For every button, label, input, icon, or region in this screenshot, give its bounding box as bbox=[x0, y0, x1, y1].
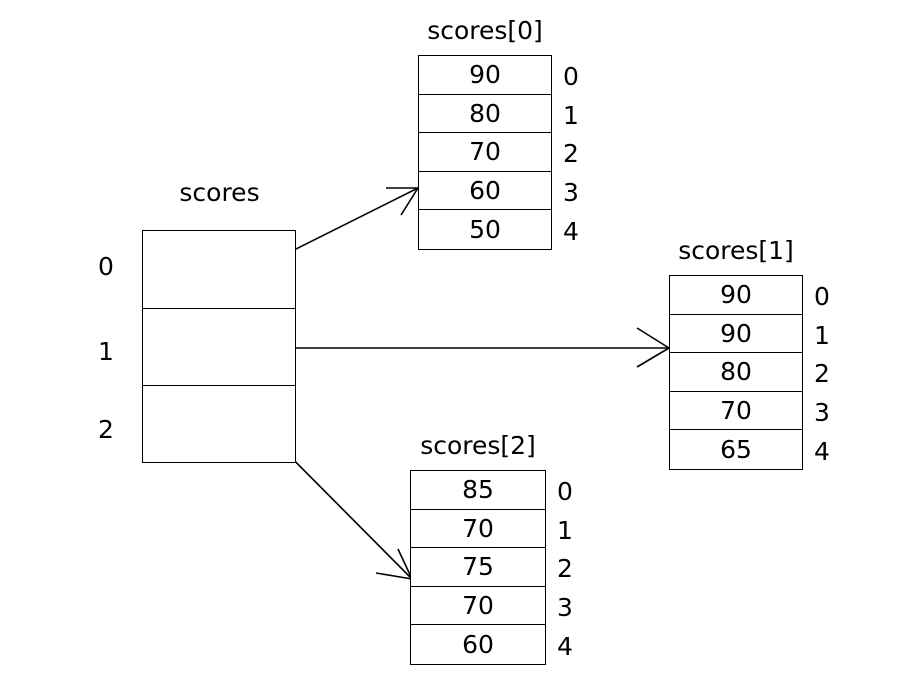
array-scores0-index-4: 4 bbox=[563, 217, 579, 246]
array-scores0-cell-3[interactable]: 60 bbox=[419, 172, 551, 211]
pointer-index-label-2: 2 bbox=[98, 415, 114, 444]
array-scores1-cell-2[interactable]: 80 bbox=[670, 353, 802, 392]
array-scores2-cell-3[interactable]: 70 bbox=[411, 587, 545, 626]
array-scores1-index-1: 1 bbox=[814, 321, 830, 350]
array-scores2-index-1: 1 bbox=[557, 516, 573, 545]
array-scores0-index-0: 0 bbox=[563, 62, 579, 91]
array-scores2-index-3: 3 bbox=[557, 593, 573, 622]
array-scores2-cell-2[interactable]: 75 bbox=[411, 548, 545, 587]
array-scores1-index-0: 0 bbox=[814, 282, 830, 311]
array-scores0-index-3: 3 bbox=[563, 178, 579, 207]
pointer-index-label-1: 1 bbox=[98, 337, 114, 366]
array-scores1-cell-4[interactable]: 65 bbox=[720, 435, 752, 465]
array-scores1-cell-3[interactable]: 70 bbox=[670, 392, 802, 431]
array-scores2-title: scores[2] bbox=[420, 431, 536, 460]
array-scores2-box: 85 70 75 70 60 bbox=[410, 470, 546, 665]
array-scores2-index-4: 4 bbox=[557, 632, 573, 661]
array-scores0-index-2: 2 bbox=[563, 139, 579, 168]
array-scores0-cell-4[interactable]: 50 bbox=[469, 215, 501, 245]
array-scores2-cell-4[interactable]: 60 bbox=[462, 630, 494, 660]
array-scores1-index-2: 2 bbox=[814, 359, 830, 388]
array-scores2-cell-0[interactable]: 85 bbox=[411, 471, 545, 510]
array-scores1-cell-1[interactable]: 90 bbox=[670, 315, 802, 354]
pointer-array-box bbox=[142, 230, 296, 463]
pointer-cell-1[interactable] bbox=[143, 309, 295, 387]
array-scores0-title: scores[0] bbox=[427, 16, 543, 45]
array-scores1-index-4: 4 bbox=[814, 437, 830, 466]
array-scores0-cell-1[interactable]: 80 bbox=[419, 95, 551, 134]
array-scores1-index-3: 3 bbox=[814, 398, 830, 427]
array-scores1-title: scores[1] bbox=[678, 236, 794, 265]
array-scores2-cell-1[interactable]: 70 bbox=[411, 510, 545, 549]
array-scores1-cell-0[interactable]: 90 bbox=[670, 276, 802, 315]
array-scores0-cell-0[interactable]: 90 bbox=[419, 56, 551, 95]
pointer-index-label-0: 0 bbox=[98, 252, 114, 281]
arrow-to-scores1 bbox=[250, 327, 670, 368]
array-scores1-box: 90 90 80 70 65 bbox=[669, 275, 803, 470]
array-scores0-index-1: 1 bbox=[563, 101, 579, 130]
pointer-cell-0[interactable] bbox=[143, 231, 295, 309]
array-scores2-index-0: 0 bbox=[557, 477, 573, 506]
pointer-array-title: scores bbox=[179, 178, 260, 207]
array-scores0-cell-2[interactable]: 70 bbox=[419, 133, 551, 172]
pointer-cell-2[interactable] bbox=[143, 386, 295, 464]
array-scores2-index-2: 2 bbox=[557, 554, 573, 583]
array-scores0-box: 90 80 70 60 50 bbox=[418, 55, 552, 250]
